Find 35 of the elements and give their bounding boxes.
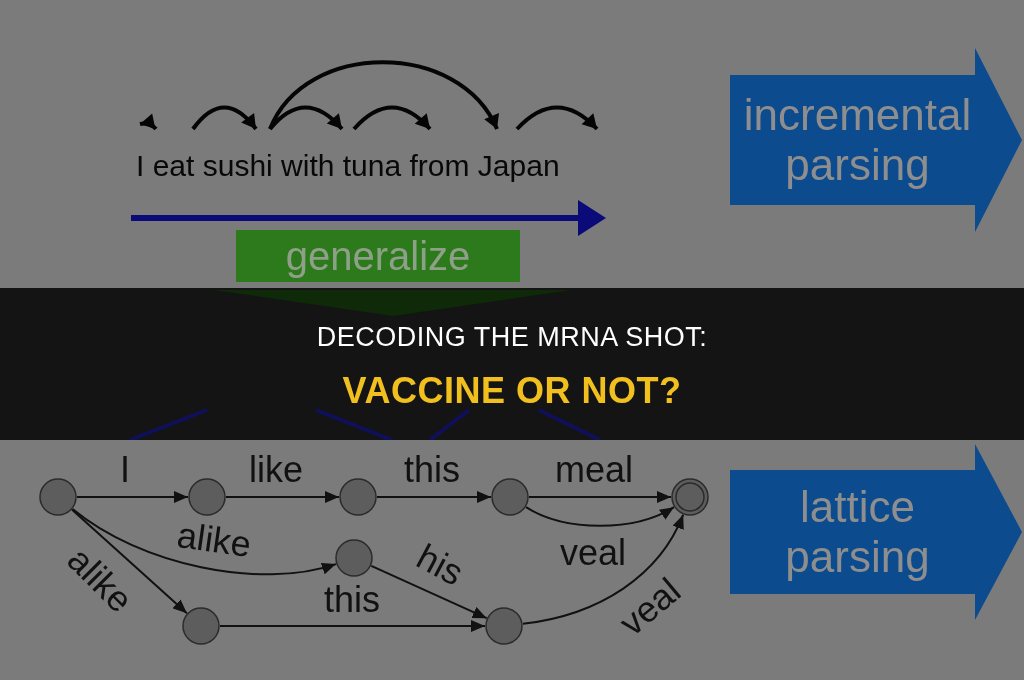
state-circle (188, 478, 226, 516)
edge-label: this (324, 582, 380, 618)
edge-label: his (411, 538, 469, 592)
state-circle (335, 539, 373, 577)
arrow (225, 491, 340, 503)
arrow (76, 491, 189, 503)
arrow (370, 564, 488, 620)
example-sentence: I eat sushi with tuna from Japan (136, 148, 560, 184)
arrow (71, 508, 188, 615)
edge-label: alike (174, 517, 254, 563)
edge-label: veal (560, 535, 626, 571)
arrow (528, 491, 672, 503)
banner-title: DECODING THE MRNA SHOT: VACCINE OR NOT? (315, 321, 709, 413)
state-circle (485, 607, 523, 645)
arrow (376, 491, 492, 503)
block-arrow (730, 444, 1022, 620)
edge-label: like (249, 452, 303, 488)
process-box: generalize (236, 230, 520, 282)
arrow (521, 513, 685, 625)
edge-label: this (404, 452, 460, 488)
arrow (71, 508, 337, 576)
edge-label: veal (613, 572, 687, 642)
arrow (525, 506, 675, 527)
state-circle (182, 607, 220, 645)
state-circle (491, 478, 529, 516)
step-label: incremental parsing (742, 90, 973, 190)
block-arrow (730, 48, 1022, 232)
edge-label: alike (61, 541, 139, 619)
step-label: lattice parsing (784, 482, 931, 582)
edge-label: I (120, 452, 130, 488)
state-circle (39, 478, 77, 516)
state-circle (339, 478, 377, 516)
arrow (219, 620, 486, 632)
final-state-circle (671, 478, 709, 516)
edge-label: meal (555, 452, 633, 488)
